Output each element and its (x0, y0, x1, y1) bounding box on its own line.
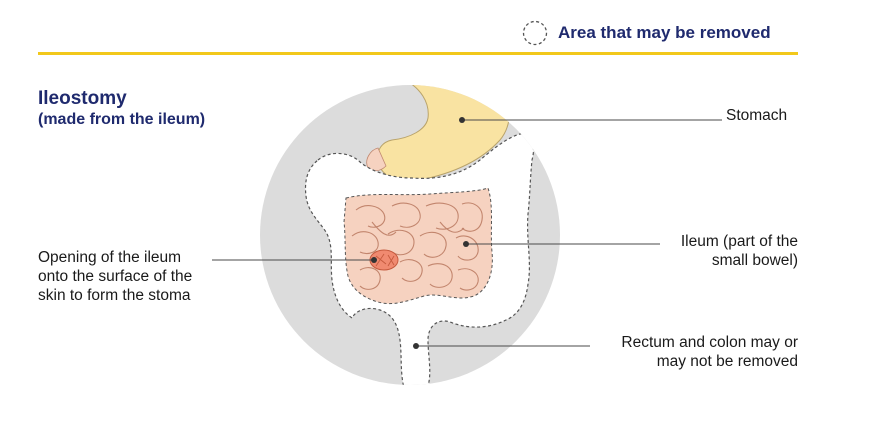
label-stoma-line2: onto the surface of the (38, 268, 193, 285)
label-stoma-line3: skin to form the stoma (38, 287, 191, 304)
label-ileum-line1: Ileum (part of the (680, 233, 798, 250)
label-stoma: Opening of the ileum onto the surface of… (38, 248, 192, 305)
label-stoma-line1: Opening of the ileum (38, 249, 182, 266)
diagram-title: Ileostomy (made from the ileum) (38, 88, 205, 130)
leader-dots (371, 117, 469, 349)
label-stomach: Stomach (726, 106, 787, 125)
dashed-circle-icon (522, 20, 548, 46)
leader-lines (212, 119, 722, 347)
label-rectum-line2: may not be removed (656, 353, 798, 370)
intestine-loops (351, 202, 483, 291)
label-stomach-text: Stomach (726, 107, 788, 124)
label-rectum-line1: Rectum and colon may or (621, 334, 798, 351)
yellow-divider (38, 52, 798, 55)
small-bowel-shape (343, 187, 493, 305)
title-main: Ileostomy (38, 88, 127, 109)
label-ileum-line2: small bowel) (711, 252, 798, 269)
legend-label: Area that may be removed (558, 23, 771, 42)
title-subtitle: (made from the ileum) (38, 111, 206, 128)
legend: Area that may be removed (522, 20, 771, 46)
label-rectum-colon: Rectum and colon may or may not be remov… (621, 333, 798, 371)
label-ileum: Ileum (part of the small bowel) (681, 232, 798, 270)
